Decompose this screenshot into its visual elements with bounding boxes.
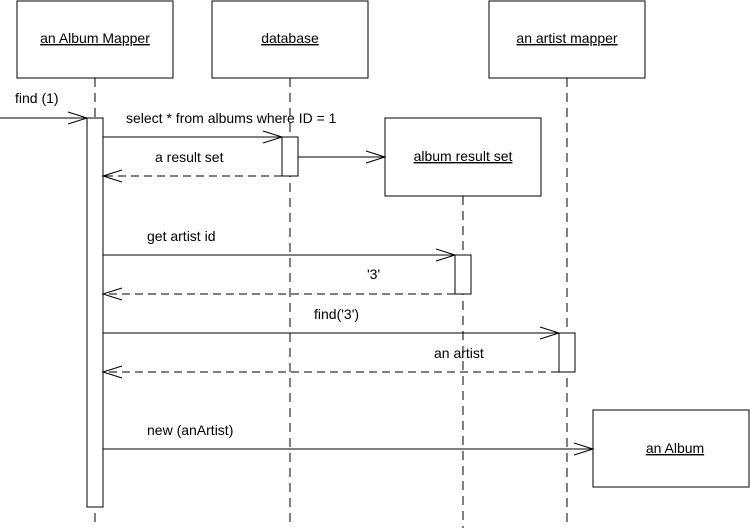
return-an-artist-label: an artist — [434, 345, 484, 361]
participant-artist-mapper: an artist mapper — [488, 0, 646, 79]
message-get-artist-id-label: get artist id — [147, 228, 215, 244]
activation-album-mapper — [86, 117, 104, 508]
return-an-artist: an artist — [101, 345, 559, 379]
activation-album-result-set — [454, 254, 472, 295]
participant-album-mapper: an Album Mapper — [16, 0, 174, 79]
message-select: select * from albums where ID = 1 — [103, 110, 337, 144]
message-find-3: find('3') — [103, 306, 561, 340]
participant-database: database — [211, 0, 369, 79]
participant-album-mapper-label: an Album Mapper — [40, 30, 150, 46]
message-get-artist-id: get artist id — [103, 228, 457, 262]
message-create-result-set — [298, 150, 387, 164]
participant-album-result-set-label: album result set — [414, 148, 513, 164]
activation-database — [281, 136, 299, 177]
participant-album: an Album — [592, 409, 750, 488]
return-result-set-label: a result set — [155, 149, 224, 165]
return-artist-id: '3' — [101, 266, 455, 301]
message-find-1-label: find (1) — [15, 90, 59, 106]
message-new-album-label: new (anArtist) — [147, 422, 233, 438]
message-new-album: new (anArtist) — [103, 422, 595, 456]
message-find-3-label: find('3') — [314, 306, 359, 322]
message-find-1: find (1) — [0, 90, 89, 125]
participant-album-label: an Album — [646, 440, 704, 456]
participant-database-label: database — [261, 30, 319, 46]
return-result-set: a result set — [101, 149, 282, 183]
message-select-label: select * from albums where ID = 1 — [126, 110, 337, 126]
return-artist-id-label: '3' — [367, 266, 380, 282]
participant-album-result-set: album result set — [384, 117, 542, 197]
participant-artist-mapper-label: an artist mapper — [516, 30, 617, 46]
activation-artist-mapper — [558, 332, 576, 373]
